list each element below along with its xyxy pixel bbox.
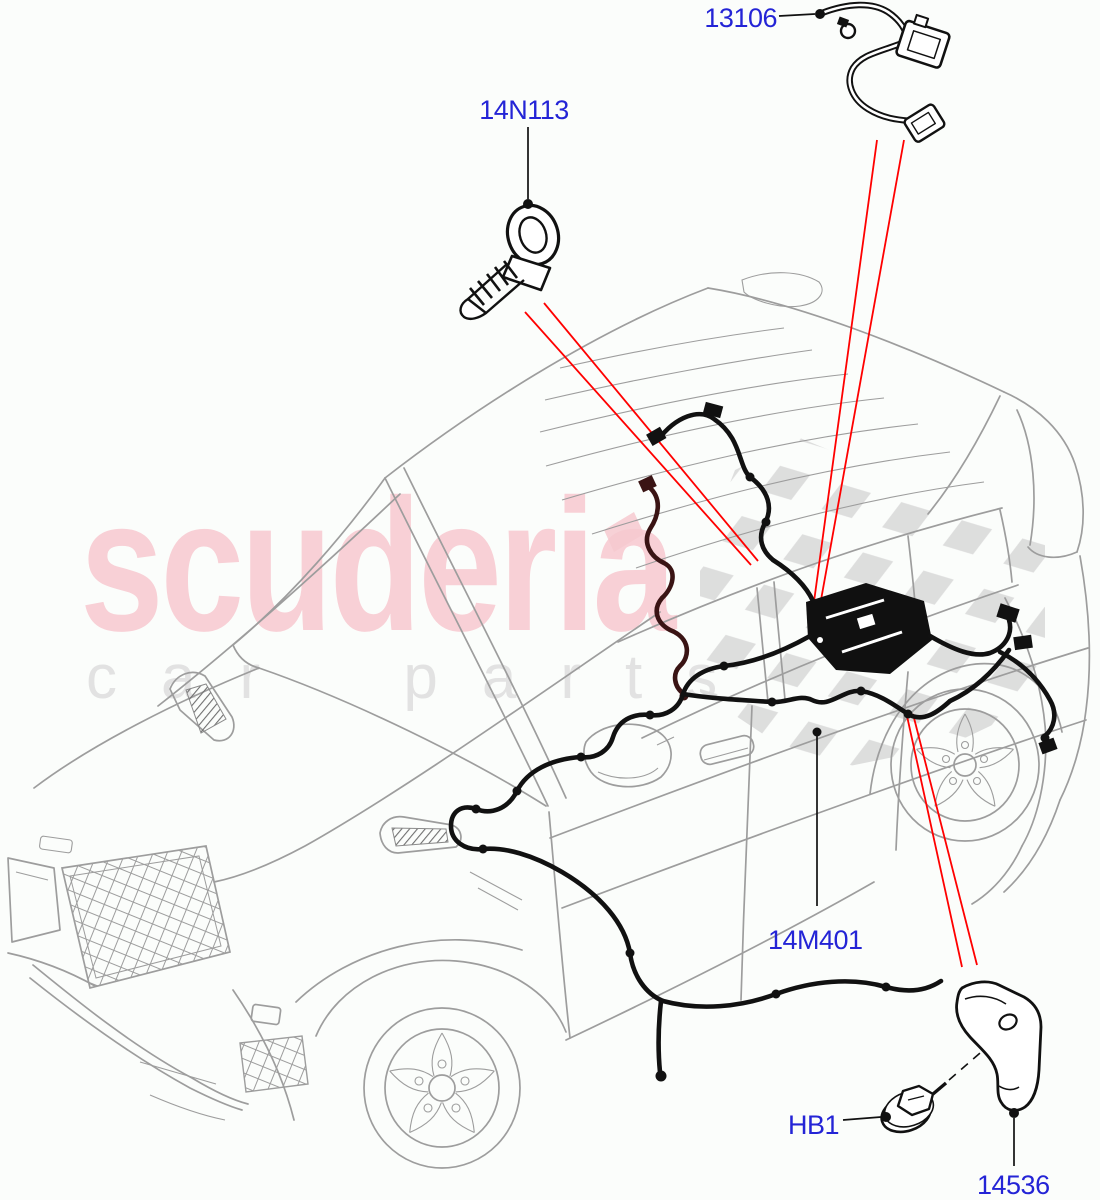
red-line: [818, 139, 905, 612]
front-door-handle: [699, 734, 755, 766]
red-line: [812, 139, 878, 610]
front-wheel-arch: [315, 959, 567, 1037]
fir-tree-clip-part: [459, 203, 561, 321]
flanged-bolt-part: [880, 1039, 996, 1134]
leader-dot: [812, 727, 822, 737]
callout-label-13106[interactable]: 13106: [704, 3, 777, 33]
harness-module: [806, 583, 932, 674]
callout-label-HB1[interactable]: HB1: [788, 1110, 840, 1140]
roof-antenna-pod: [741, 272, 823, 308]
front-grille: [60, 845, 232, 990]
front-bumper: [7, 952, 309, 1121]
leader-dot: [881, 1112, 891, 1122]
front-wheel: [363, 1007, 521, 1169]
a-pillar: [384, 477, 549, 807]
red-line: [524, 311, 752, 566]
callout-label-14536[interactable]: 14536: [977, 1170, 1050, 1200]
roof-slats: [539, 327, 985, 569]
brand-watermark: scuderia: [80, 461, 677, 671]
hood-badge: [39, 835, 73, 854]
leader-dot: [523, 199, 533, 209]
red-line: [912, 713, 978, 966]
left-headlight: [7, 857, 61, 943]
leader-dot: [815, 9, 825, 19]
leader-dot: [1009, 1108, 1019, 1118]
lower-intake: [239, 1035, 309, 1093]
leader-lines: [523, 9, 1019, 1166]
rear-spoiler: [1003, 391, 1084, 559]
hood-vent-right: [379, 815, 462, 854]
red-line: [906, 715, 963, 968]
b-pillar-shutline: [740, 705, 753, 1001]
hood-vent-left: [169, 671, 235, 742]
wipers: [469, 871, 523, 911]
callout-label-14N113[interactable]: 14N113: [479, 95, 569, 125]
mounting-bracket-part: [955, 980, 1043, 1112]
tagline-watermark: car parts: [86, 643, 761, 712]
fog-lamp: [250, 1003, 282, 1026]
side-mirror: [583, 723, 675, 788]
wiring-harness: [448, 401, 1058, 1082]
harness-branch-maroon: [644, 484, 690, 697]
car-illustration: [7, 272, 1091, 1169]
callout-label-14M401[interactable]: 14M401: [768, 925, 863, 955]
connector-pigtail-part: [820, 1, 951, 143]
